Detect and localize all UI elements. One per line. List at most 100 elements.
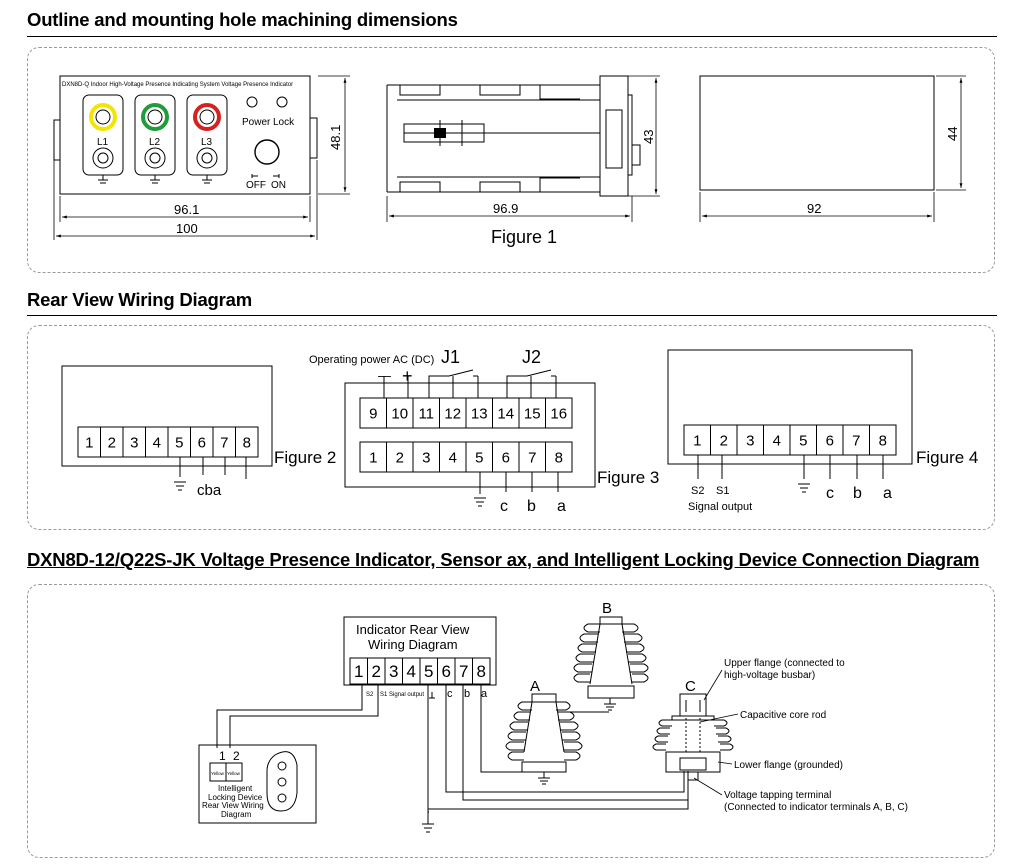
dim-side-width: 96.9 (493, 201, 518, 216)
insulator-b (573, 616, 649, 711)
section-title-rear-wiring: Rear View Wiring Diagram (27, 289, 252, 310)
lock-small-label-2: Yellow (227, 771, 241, 776)
figure-4-s1: S1 (716, 485, 729, 497)
terminal-number: 12 (444, 405, 461, 422)
terminal-number: 6 (502, 449, 510, 466)
figure-4-caption: Figure 4 (916, 448, 978, 467)
terminal-number: 4 (449, 449, 457, 466)
terminal-number: 2 (396, 449, 404, 466)
terminal-number: 3 (746, 432, 754, 449)
dim-rear-height: 44 (945, 127, 960, 141)
test-switch (254, 139, 280, 165)
off-label: OFF (246, 180, 266, 191)
terminal-number: 1 (354, 662, 363, 681)
core-rod-label: Capacitive core rod (740, 710, 826, 721)
terminal-number: 5 (799, 432, 807, 449)
conn-s1-label: S1 Signal output (380, 692, 424, 698)
figure-3-caption: Figure 3 (597, 468, 659, 487)
dim-front-outer-width: 100 (176, 221, 198, 236)
terminal-number: 9 (369, 405, 377, 422)
rear-view (699, 75, 935, 191)
section-rule (27, 315, 997, 316)
insulator-b-label: B (602, 600, 612, 617)
terminal-number: 6 (442, 662, 451, 681)
outline-panel (27, 47, 995, 273)
conn-s2-label: S2 (366, 692, 374, 698)
relay-j2-label: J2 (522, 347, 541, 367)
terminal-number: 1 (85, 434, 93, 451)
lock-small-label-1: Yellow (211, 771, 225, 776)
terminal-number: 16 (550, 405, 567, 422)
terminal-number: 11 (418, 405, 434, 422)
dim-front-inner-width: 96.1 (174, 202, 199, 217)
lock-terminal-2: 2 (233, 749, 240, 763)
figure-4-phase-b: b (853, 485, 862, 502)
lock-caption-4: Diagram (221, 810, 252, 819)
lock-caption-3: Rear View Wiring (202, 801, 264, 810)
figure-1-caption: Figure 1 (491, 227, 557, 247)
terminal-number: 4 (773, 432, 781, 449)
figure-3-phase-b: b (527, 498, 536, 515)
side-view-connector (434, 128, 446, 138)
dim-rear-width: 92 (807, 201, 821, 216)
terminal-number: 7 (852, 432, 860, 449)
figure-2-caption: Figure 2 (274, 448, 336, 467)
lock-label: Lock (273, 117, 295, 128)
indicator-rear-title-1: Indicator Rear View (356, 622, 470, 637)
conn-phase-a: a (481, 688, 488, 700)
figure-4-body (667, 349, 913, 465)
phase-indicator-l1 (89, 103, 117, 184)
figure-4-phase-c: c (826, 485, 834, 502)
terminal-number: 7 (528, 449, 536, 466)
phase-indicator-l3 (193, 103, 221, 184)
on-label: ON (271, 180, 286, 191)
terminal-number: 7 (220, 434, 228, 451)
lock-caption-2: Locking Device (208, 793, 263, 802)
dim-front-height: 48.1 (328, 125, 343, 150)
tap-terminal-label-2: (Connected to indicator terminals A, B, … (724, 802, 908, 813)
power-plus: + (402, 366, 413, 386)
conn-phase-b: b (464, 688, 470, 700)
phase-label-l2: L2 (149, 137, 161, 148)
terminal-number: 8 (477, 662, 486, 681)
locking-device-box (198, 744, 317, 824)
upper-flange-label-2: high-voltage busbar) (724, 670, 815, 681)
terminal-number: 15 (524, 405, 541, 422)
figure-2-body (61, 365, 273, 467)
terminal-number: 8 (879, 432, 887, 449)
upper-flange-label-1: Upper flange (connected to (724, 658, 845, 669)
rear-wiring-panel (27, 325, 995, 530)
phase-label-l3: L3 (201, 137, 213, 148)
terminal-number: 5 (475, 449, 483, 466)
sensor-c (652, 693, 734, 781)
lock-caption-1: Intelligent (218, 784, 253, 793)
figure-2-phase-labels: cba (197, 482, 222, 499)
side-view (386, 75, 641, 197)
figure-4-phase-a: a (883, 485, 892, 502)
insulator-a-label: A (530, 678, 540, 695)
terminal-number: 5 (424, 662, 433, 681)
lock-led (276, 96, 288, 108)
power-led (246, 96, 258, 108)
terminal-number: 14 (497, 405, 514, 422)
indicator-rear-view-box (343, 616, 497, 686)
terminal-number: 1 (693, 432, 701, 449)
relay-j1-label: J1 (441, 347, 460, 367)
power-minus: — (378, 368, 391, 383)
terminal-number: 5 (175, 434, 183, 451)
terminal-number: 6 (198, 434, 206, 451)
terminal-number: 2 (108, 434, 116, 451)
figure-4-signal-output: Signal output (688, 501, 752, 513)
terminal-number: 3 (130, 434, 138, 451)
conn-phase-c: c (447, 688, 453, 700)
phase-indicator-l2 (141, 103, 169, 184)
connection-panel (27, 584, 995, 858)
section-title-connection: DXN8D-12/Q22S-JK Voltage Presence Indica… (27, 549, 980, 570)
indicator-rear-title-2: Wiring Diagram (368, 637, 458, 652)
insulator-c-label: C (685, 678, 696, 695)
figure-3-body (344, 382, 596, 488)
